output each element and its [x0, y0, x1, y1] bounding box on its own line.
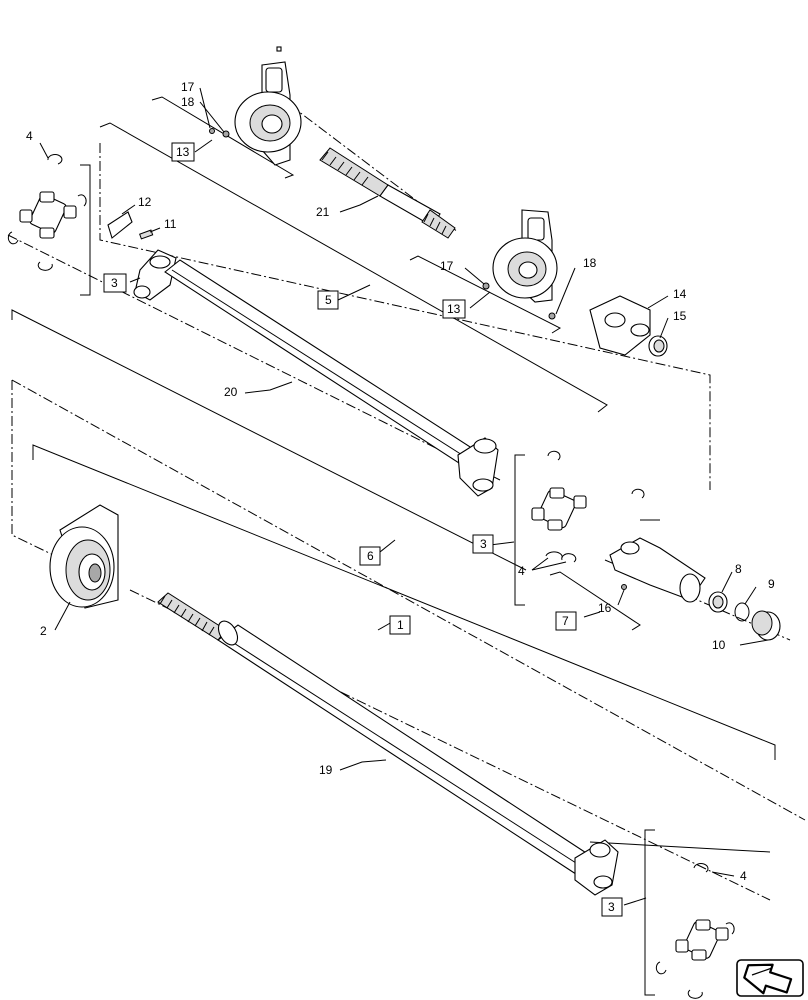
callout-4-mid: 4 — [518, 564, 525, 578]
callout-5: 5 — [325, 293, 332, 307]
slip-yoke-part-7 — [609, 488, 706, 603]
callout-19: 19 — [319, 763, 333, 777]
seal-part-8 — [708, 591, 728, 613]
ring-part-9 — [734, 602, 750, 622]
callout-18-mid: 18 — [583, 256, 597, 270]
callout-3-mid: 3 — [480, 537, 487, 551]
callout-4-lower: 4 — [740, 869, 747, 883]
callout-21: 21 — [316, 205, 330, 219]
leader-lines — [39, 87, 769, 906]
center-bearing-part-2 — [49, 504, 119, 609]
callout-16: 16 — [598, 601, 612, 615]
cap-part-10 — [751, 610, 781, 641]
callout-2: 2 — [40, 624, 47, 638]
u-joint-lower — [655, 863, 735, 999]
splined-shaft-part-21 — [319, 147, 456, 239]
callout-20: 20 — [224, 385, 238, 399]
pillow-bearing-lower — [492, 209, 558, 303]
end-yoke-part-14 — [589, 295, 651, 356]
callout-8: 8 — [735, 562, 742, 576]
callout-14: 14 — [673, 287, 687, 301]
nut-part-15 — [648, 335, 668, 357]
callout-15: 15 — [673, 309, 687, 323]
upper-driveshaft-part-20 — [133, 249, 499, 497]
callout-7: 7 — [562, 614, 569, 628]
callout-13-mid: 13 — [447, 302, 461, 316]
callout-17-top: 17 — [181, 80, 195, 94]
screw-part-11 — [139, 229, 154, 240]
fasteners — [209, 128, 627, 590]
callout-3-left: 3 — [111, 276, 118, 290]
callout-13-top: 13 — [176, 145, 190, 159]
callout-6: 6 — [367, 549, 374, 563]
u-joint-upper-left — [7, 154, 87, 271]
callout-1: 1 — [397, 618, 404, 632]
lower-driveshaft-part-19 — [157, 592, 619, 896]
group-brackets — [11, 96, 776, 996]
callout-4-top-left: 4 — [26, 129, 33, 143]
pillow-bearing-upper — [234, 46, 302, 166]
u-joint-middle — [531, 450, 587, 563]
clip-part-12 — [107, 211, 133, 239]
callout-11: 11 — [164, 217, 177, 231]
next-page-arrow-icon[interactable] — [736, 958, 804, 1000]
callout-12: 12 — [138, 195, 152, 209]
callout-9: 9 — [768, 577, 775, 591]
callout-labels: 4 17 18 13 12 11 3 21 5 17 18 13 14 15 2… — [26, 80, 775, 914]
callout-3-lower: 3 — [608, 900, 615, 914]
callout-boxes — [103, 142, 623, 917]
callout-18-top: 18 — [181, 95, 195, 109]
callout-17-mid: 17 — [440, 259, 454, 273]
callout-10: 10 — [712, 638, 726, 652]
